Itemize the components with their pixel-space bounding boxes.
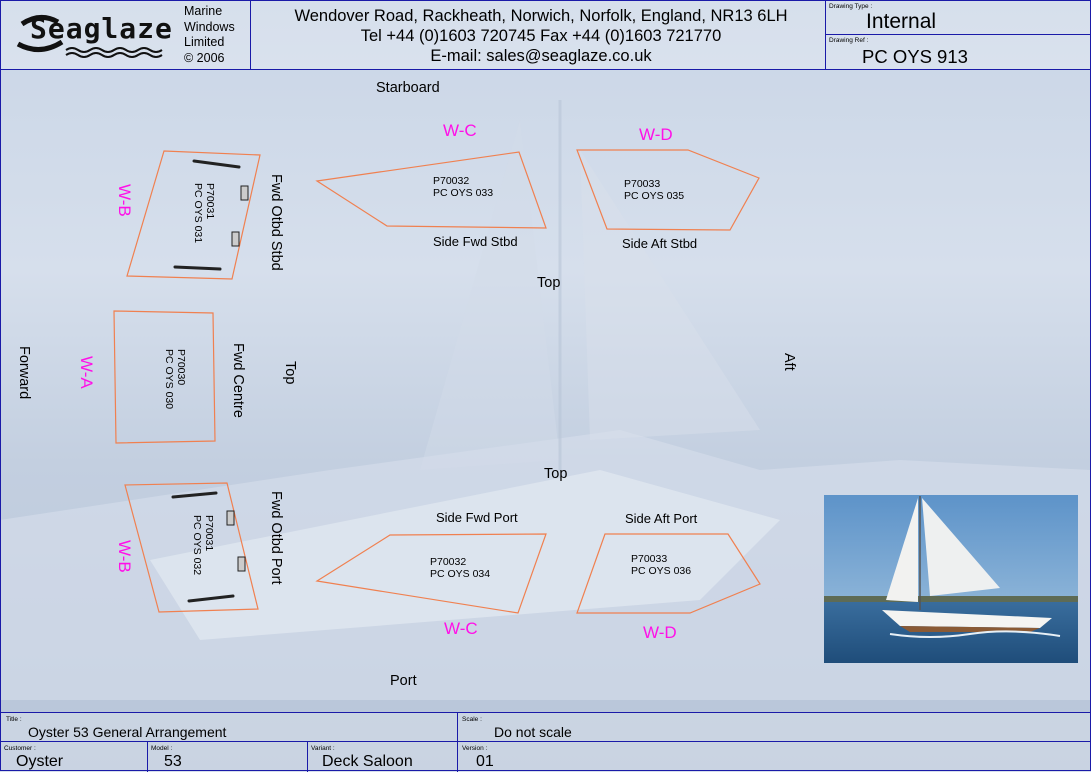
- top-port-label: Top: [544, 466, 568, 482]
- panel-wc-stbd-outline: [315, 151, 547, 229]
- model-value: 53: [164, 753, 182, 770]
- hinge-icon: [240, 185, 249, 201]
- rod-icon: [173, 265, 222, 271]
- wd-stbd-name: Side Aft Stbd: [622, 236, 698, 251]
- title-value: Oyster 53 General Arrangement: [28, 724, 227, 740]
- hinge-icon: [237, 556, 246, 572]
- drawing-type-value: Internal: [866, 10, 937, 33]
- wc-port-code: W-C: [444, 619, 478, 638]
- logo-wordmark: Seaglaze: [30, 12, 173, 45]
- customer-label: Customer :: [4, 745, 36, 752]
- rod-icon: [192, 159, 241, 169]
- company-name: Marine Windows Limited © 2006: [184, 4, 235, 65]
- wc-stbd-code: W-C: [443, 121, 477, 140]
- hinge-icons: [226, 185, 249, 572]
- panel-wc-port-outline: [315, 533, 547, 614]
- address: Wendover Road, Rackheath, Norwich, Norfo…: [294, 7, 788, 25]
- drawing-ref-value: PC OYS 913: [862, 46, 968, 67]
- model-label: Model :: [151, 745, 173, 752]
- version-label: Version :: [462, 745, 488, 752]
- scale-label: Scale :: [462, 716, 482, 723]
- panel-wa-outline: [113, 310, 216, 444]
- wc-stbd-name: Side Fwd Stbd: [433, 234, 518, 249]
- title-block-header: Seaglaze Marine Windows Limited © 2006 W…: [0, 0, 1091, 70]
- title-block-footer: Title : Oyster 53 General Arrangement Sc…: [0, 712, 1091, 772]
- variant-value: Deck Saloon: [322, 753, 413, 770]
- drawing-type-label: Drawing Type :: [829, 3, 873, 10]
- wd-stbd-code: W-D: [639, 125, 673, 144]
- hinge-icon: [231, 231, 240, 247]
- hardware-rods: [171, 159, 241, 603]
- phone-fax: Tel +44 (0)1603 720745 Fax +44 (0)1603 7…: [360, 27, 722, 45]
- wd-port-name: Side Aft Port: [625, 511, 698, 526]
- panel-wb-port-outline: [124, 482, 259, 613]
- version-value: 01: [476, 753, 494, 770]
- scale-value: Do not scale: [494, 724, 572, 740]
- wd-port-code: W-D: [643, 623, 677, 642]
- variant-label: Variant :: [311, 745, 335, 752]
- title-label: Title :: [6, 716, 22, 723]
- wc-port-name: Side Fwd Port: [436, 510, 518, 525]
- seaglaze-logo-icon: [16, 15, 163, 58]
- rod-icon: [171, 491, 218, 499]
- starboard-label: Starboard: [376, 80, 440, 96]
- email: E-mail: sales@seaglaze.co.uk: [430, 47, 652, 65]
- drawing-ref-label: Drawing Ref :: [829, 37, 869, 44]
- panel-wd-stbd-outline: [576, 149, 760, 231]
- hinge-icon: [226, 510, 235, 526]
- port-label: Port: [390, 673, 417, 689]
- top-stbd-label: Top: [537, 275, 561, 291]
- customer-value: Oyster: [16, 753, 64, 770]
- panel-wb-stbd-outline: [126, 150, 261, 280]
- panel-wd-port-outline: [576, 533, 761, 614]
- contact-details: Wendover Road, Rackheath, Norwich, Norfo…: [252, 6, 830, 66]
- rod-icon: [187, 594, 235, 603]
